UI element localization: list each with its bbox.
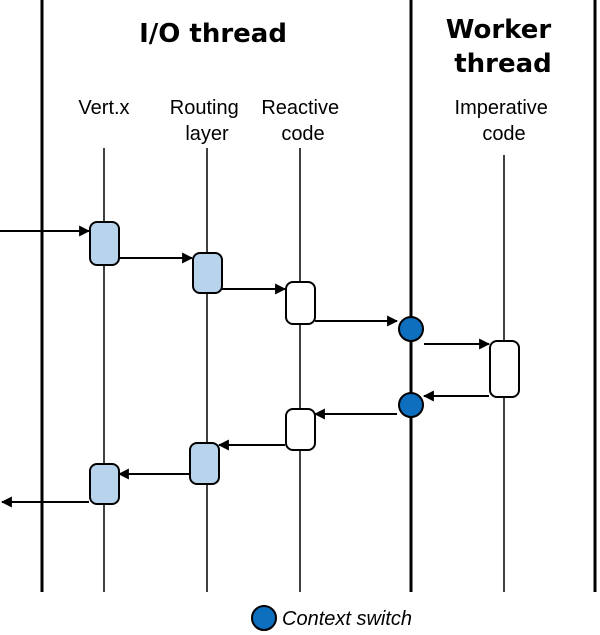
context-switch-back-marker	[398, 392, 424, 418]
routing-lane-label: Routing layer	[170, 97, 245, 145]
vertx-lane-label: Vert.x	[78, 97, 129, 119]
context-switch-out-marker	[398, 316, 424, 342]
io-thread-heading: I/O thread	[139, 19, 287, 49]
reactive-response-box	[285, 408, 316, 451]
legend-context-switch-icon	[251, 605, 277, 631]
routing-request-box	[192, 252, 223, 294]
routing-response-box	[189, 442, 220, 485]
legend: Context switch	[251, 605, 412, 631]
vertx-response-box	[89, 463, 120, 505]
vertx-request-box	[89, 221, 120, 266]
imperative-lane-label: Imperative code	[455, 97, 554, 145]
worker-thread-heading: Worker thread	[446, 15, 561, 79]
reactive-lane-label: Reactive code	[261, 97, 344, 145]
reactive-request-box	[285, 281, 316, 325]
legend-label: Context switch	[282, 608, 412, 630]
imperative-box	[489, 340, 520, 398]
